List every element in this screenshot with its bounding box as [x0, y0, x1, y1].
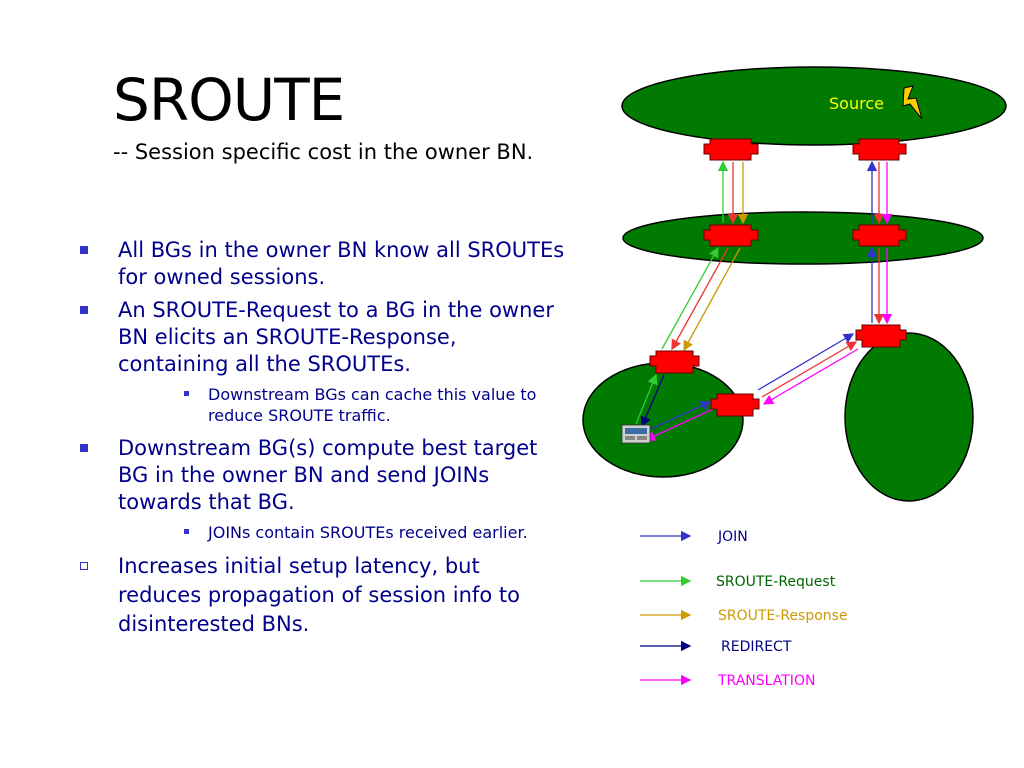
sub-bullet-item: Downstream BGs can cache this value to r…: [78, 384, 568, 426]
sub-bullet-marker-icon: [184, 391, 189, 396]
legend-item-sroute-response: SROUTE-Response: [640, 606, 940, 626]
host-computer-icon: [621, 424, 651, 444]
border-gateway-node: [710, 393, 760, 417]
sroute-request-arrow: [661, 246, 719, 350]
translation-legend-arrow-icon: [640, 674, 692, 686]
sub-bullet-text: JOINs contain SROUTEs received earlier.: [208, 523, 528, 542]
sub-bullet-marker-icon: [184, 529, 189, 534]
bullet-item: All BGs in the owner BN know all SROUTEs…: [78, 237, 568, 291]
bullet-item: Increases initial setup latency, but red…: [78, 552, 568, 639]
sroute-request-arrow: [635, 373, 658, 425]
hollow-bullet-marker-icon: [80, 562, 88, 570]
translation-arrow: [644, 408, 714, 441]
owner-network-ellipse: [621, 66, 1007, 146]
legend-label: SROUTE-Response: [718, 608, 848, 624]
sroute-response-arrow: [683, 247, 741, 352]
legend-item-translation: TRANSLATION: [640, 671, 940, 691]
join-arrow: [757, 333, 855, 391]
legend-label: REDIRECT: [721, 639, 792, 655]
downstream-network-right-ellipse: [844, 332, 974, 502]
bullet-marker-icon: [80, 306, 88, 314]
bullet-item: An SROUTE-Request to a BG in the owner B…: [78, 297, 568, 378]
redirect-legend-arrow-icon: [640, 640, 692, 652]
slide-subtitle: -- Session specific cost in the owner BN…: [113, 140, 534, 164]
bullet-text: An SROUTE-Request to a BG in the owner B…: [118, 298, 554, 376]
bullet-text: All BGs in the owner BN know all SROUTEs…: [118, 238, 565, 289]
legend-label: JOIN: [718, 529, 748, 545]
bullet-item: Downstream BG(s) compute best target BG …: [78, 435, 568, 516]
bullet-marker-icon: [80, 444, 88, 452]
downstream-network-left-ellipse: [582, 362, 744, 478]
redirect-arrow: [640, 374, 665, 428]
border-gateway-node: [852, 138, 907, 161]
sub-bullet-text: Downstream BGs can cache this value to r…: [208, 385, 537, 425]
sroute-request-legend-arrow-icon: [640, 575, 692, 587]
red-arrow: [671, 247, 729, 351]
bullet-marker-icon: [80, 246, 88, 254]
legend-item-sroute-request: SROUTE-Request: [640, 572, 940, 592]
translation-arrow: [762, 348, 859, 405]
red-arrow: [761, 341, 858, 398]
sub-bullet-item: JOINs contain SROUTEs received earlier.: [78, 522, 568, 543]
legend-item-redirect: REDIRECT: [640, 637, 940, 657]
bullet-text: Downstream BG(s) compute best target BG …: [118, 436, 538, 514]
border-gateway-node: [703, 224, 759, 247]
bullet-text: Increases initial setup latency, but red…: [118, 554, 520, 636]
slide-title: SROUTE: [113, 66, 345, 134]
sroute-response-legend-arrow-icon: [640, 609, 692, 621]
legend-item-join: JOIN: [640, 527, 940, 547]
border-gateway-node: [855, 324, 907, 348]
bullet-list: All BGs in the owner BN know all SROUTEs…: [78, 237, 568, 645]
legend-label: TRANSLATION: [718, 673, 816, 689]
border-gateway-node: [852, 224, 907, 247]
join-arrow: [639, 401, 712, 435]
lightning-bolt-icon: [902, 85, 923, 120]
transit-network-ellipse: [622, 211, 984, 265]
legend-label: SROUTE-Request: [716, 574, 836, 590]
border-gateway-node: [649, 350, 700, 374]
join-legend-arrow-icon: [640, 530, 692, 542]
border-gateway-node: [703, 138, 759, 161]
source-label: Source: [829, 94, 884, 113]
